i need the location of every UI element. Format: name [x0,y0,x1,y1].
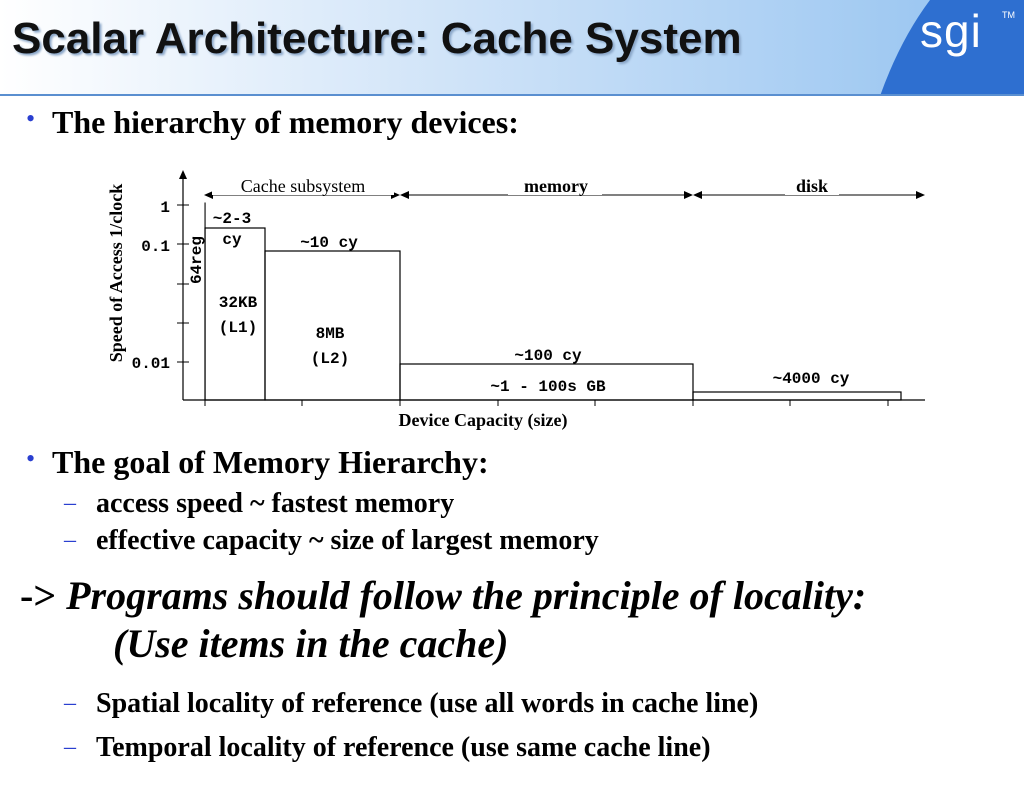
locality-item-spatial: Spatial locality of reference (use all w… [96,688,759,719]
arrowhead-icon [204,191,213,199]
arrowhead-icon [916,191,925,199]
y-tick-label-0.01: 0.01 [132,355,170,373]
locality-principle: -> Programs should follow the principle … [20,572,866,619]
bullet-dot-icon: • [26,104,36,133]
page-title: Scalar Architecture: Cache System [12,14,742,63]
label-registers: 64reg [188,236,206,284]
goal-item-speed: access speed ~ fastest memory [96,488,455,519]
label-l2-speed: ~10 cy [300,234,358,252]
bar-l1 [204,227,266,401]
bar-disk [692,391,902,401]
dash-icon: – [64,527,76,553]
memory-hierarchy-chart: 1 0.1 0.01 Cache subsystem memory disk ~… [106,170,925,431]
sgi-logo: sgi [920,5,982,57]
principle-line-2: (Use items in the cache) [113,621,509,666]
principle-line-1: Programs should follow the principle of … [66,573,867,618]
region-label-cache: Cache subsystem [241,176,365,196]
bullet-hierarchy: The hierarchy of memory devices: [52,104,519,140]
label-l2-name: (L2) [311,350,349,368]
dash-icon: – [64,490,76,516]
label-l1-speed-unit: cy [222,231,242,249]
logo-swoosh [880,0,1024,96]
x-axis-label: Device Capacity (size) [399,410,568,431]
y-tick-label-1: 1 [160,199,170,217]
bullet-dot-icon: • [26,444,36,473]
bullet-goal: The goal of Memory Hierarchy: [52,444,489,480]
y-tick-label-0.1: 0.1 [141,238,170,256]
header-background [0,0,1024,96]
bar-l2 [264,250,401,401]
arrowhead-icon [684,191,693,199]
label-memory-size: ~1 - 100s GB [490,378,606,396]
arrowhead-icon [400,191,409,199]
dash-icon: – [64,734,76,760]
locality-item-temporal: Temporal locality of reference (use same… [96,732,711,763]
arrowhead-icon [693,191,702,199]
label-l1-size: 32KB [219,294,258,312]
slide-header: Scalar Architecture: Cache System sgi TM [0,0,1024,96]
trademark-mark: TM [1002,10,1015,20]
label-l1-speed: ~2-3 [213,210,251,228]
arrow-text: -> [20,573,57,618]
dash-icon: – [64,690,76,716]
region-label-memory: memory [524,176,588,196]
goal-item-capacity: effective capacity ~ size of largest mem… [96,525,599,556]
y-axis-label: Speed of Access 1/clock [106,184,126,362]
label-l1-name: (L1) [219,319,257,337]
y-axis-arrow-icon [179,170,187,179]
label-l2-size: 8MB [316,325,345,343]
bar-memory [399,363,694,401]
region-label-disk: disk [796,176,828,196]
label-memory-speed: ~100 cy [514,347,582,365]
label-disk-speed: ~4000 cy [773,370,850,388]
